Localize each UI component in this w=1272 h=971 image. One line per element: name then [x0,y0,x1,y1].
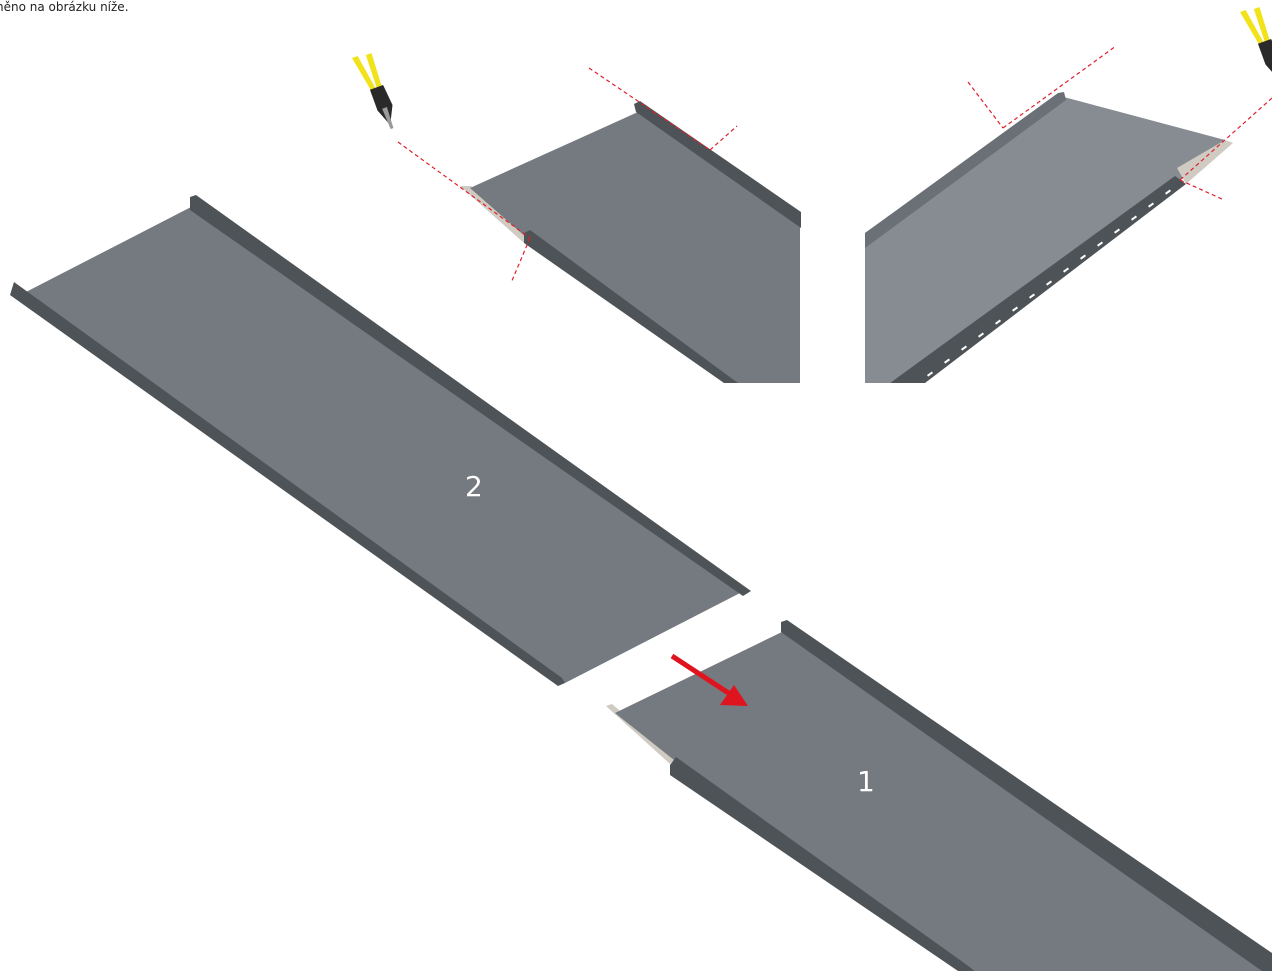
panel-1-label: 1 [857,765,875,798]
detail-panel-right [865,45,1272,383]
tin-snips-icon [1240,7,1272,79]
panel-seam [524,230,738,383]
tin-snips-icon [352,53,394,130]
panel-1: 1 [606,620,1272,971]
panel-face [24,206,742,683]
cut-line [1002,45,1117,129]
cut-line [1179,179,1225,201]
panel-seam [865,92,1066,248]
cut-line [510,237,531,284]
cut-line [967,81,1004,129]
nailing-strip [890,176,1186,383]
cut-line [588,67,711,151]
panel-seam [781,620,1272,971]
panel-seam [10,282,565,686]
arrow-icon [670,653,748,706]
panel-seam [190,195,751,596]
cut-line [397,141,531,239]
cut-line [709,125,738,151]
panel-2: 2 [10,195,751,686]
panel-seam [670,757,975,971]
detail-panel-left [397,67,801,383]
panel-2-label: 2 [465,470,483,503]
panel-seam [634,101,801,228]
caption-text: něno na obrázku níže. [0,0,129,14]
nailing-slots [927,189,1172,377]
panel-face [865,96,1225,383]
panel-face [470,112,800,383]
panel-face [615,631,1272,971]
cut-strip [1177,140,1233,184]
